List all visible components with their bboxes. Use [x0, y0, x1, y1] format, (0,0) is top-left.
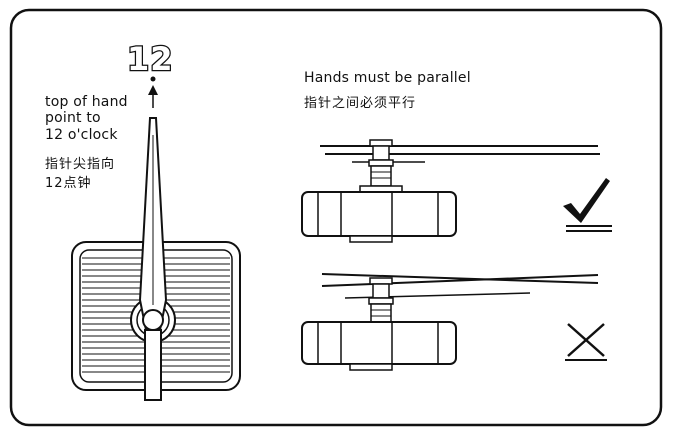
instruction-zh-line-1: 指针尖指向 — [45, 157, 116, 172]
instruction-en-line-1: top of hand — [45, 94, 128, 110]
movement-side-correct — [301, 139, 600, 243]
up-arrow-icon — [148, 76, 158, 108]
check-icon — [563, 178, 612, 232]
parallel-heading-en: Hands must be parallel — [304, 70, 471, 86]
instruction-zh-line-2: 12点钟 — [45, 176, 92, 191]
cross-icon — [565, 323, 607, 361]
movement-side-incorrect — [301, 273, 599, 371]
instruction-en-line-3: 12 o'clock — [45, 127, 118, 143]
parallel-heading-zh: 指针之间必须平行 — [304, 96, 417, 111]
clock-hand — [138, 117, 168, 401]
dial-number-12: 12 — [126, 39, 174, 80]
instruction-en-line-2: point to — [45, 110, 101, 126]
